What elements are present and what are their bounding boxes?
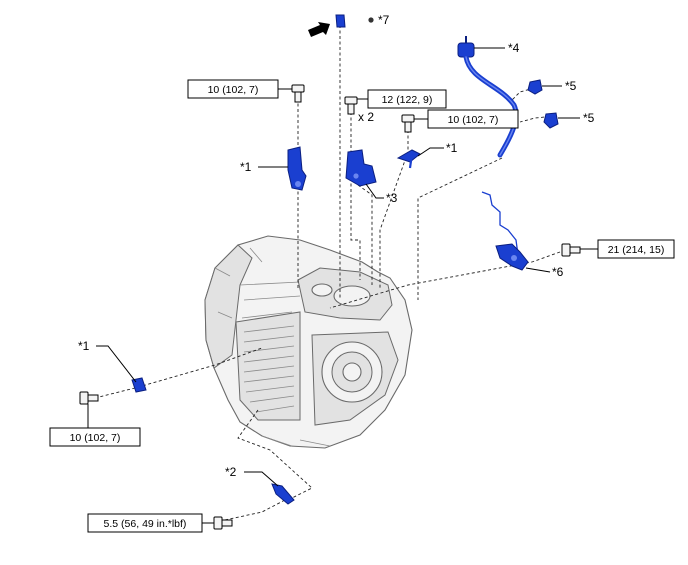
callout-4: *4 xyxy=(474,41,520,55)
svg-text:*6: *6 xyxy=(552,265,564,279)
torque-label-t2: 12 (122, 9) xyxy=(357,89,447,109)
part-3-bracket xyxy=(345,149,377,187)
torque-text-t5: 10 (102, 7) xyxy=(70,432,121,444)
part-5-clip-lower xyxy=(543,112,559,129)
callout-5-lower: *5 xyxy=(558,111,595,125)
callout-3: *3 xyxy=(365,183,398,205)
assembly-guide-lines xyxy=(94,25,561,521)
dot-icon xyxy=(368,17,374,23)
torque-label-t4: 21 (214, 15) xyxy=(580,239,675,259)
svg-text:*1: *1 xyxy=(446,141,458,155)
torque-label-t1: 10 (102, 7) xyxy=(187,79,292,99)
transaxle-housing xyxy=(204,235,413,449)
callout-1-lower-left: *1 xyxy=(78,339,137,383)
callout-2: *2 xyxy=(225,465,279,487)
svg-text:*5: *5 xyxy=(565,79,577,93)
torque-text-t2: 12 (122, 9) xyxy=(382,94,433,106)
part-2-sensor xyxy=(271,483,295,505)
callout-6: *6 xyxy=(525,265,564,279)
svg-text:*7: *7 xyxy=(378,13,390,27)
torque-label-t3: 10 (102, 7) xyxy=(414,109,519,129)
part-4-breather-hose xyxy=(457,36,519,158)
bolt-right xyxy=(561,243,581,257)
part-6-sensor-harness xyxy=(481,191,529,271)
torque-label-t6: 5.5 (56, 49 in.*lbf) xyxy=(87,513,214,533)
svg-text:*1: *1 xyxy=(78,339,90,353)
callout-7: *7 xyxy=(378,13,390,27)
bolt-upper-right xyxy=(401,114,415,133)
torque-text-t1: 10 (102, 7) xyxy=(208,84,259,96)
svg-text:*4: *4 xyxy=(508,41,520,55)
part-1-bracket-right xyxy=(396,149,421,169)
svg-text:*2: *2 xyxy=(225,465,237,479)
black-arrow-icon xyxy=(308,22,330,37)
callout-5-upper: *5 xyxy=(542,79,577,93)
svg-text:*3: *3 xyxy=(386,191,398,205)
part-7-clip xyxy=(335,14,346,28)
bolt-upper-middle xyxy=(344,96,358,115)
callout-1-right: *1 xyxy=(417,141,458,157)
torque-text-t6: 5.5 (56, 49 in.*lbf) xyxy=(104,518,187,530)
quantity-label: x 2 xyxy=(358,110,374,124)
bolt-lower-left xyxy=(79,391,99,405)
bolt-bottom xyxy=(213,516,233,530)
torque-label-t5: 10 (102, 7) xyxy=(49,404,141,447)
part-1-bracket-upper-left xyxy=(287,146,307,191)
bolt-upper-left xyxy=(291,84,305,103)
part-5-clip-upper xyxy=(527,79,543,95)
callout-1-upper-left: *1 xyxy=(240,160,288,174)
torque-text-t4: 21 (214, 15) xyxy=(608,244,665,256)
torque-text-t3: 10 (102, 7) xyxy=(448,114,499,126)
svg-text:*5: *5 xyxy=(583,111,595,125)
svg-text:*1: *1 xyxy=(240,160,252,174)
